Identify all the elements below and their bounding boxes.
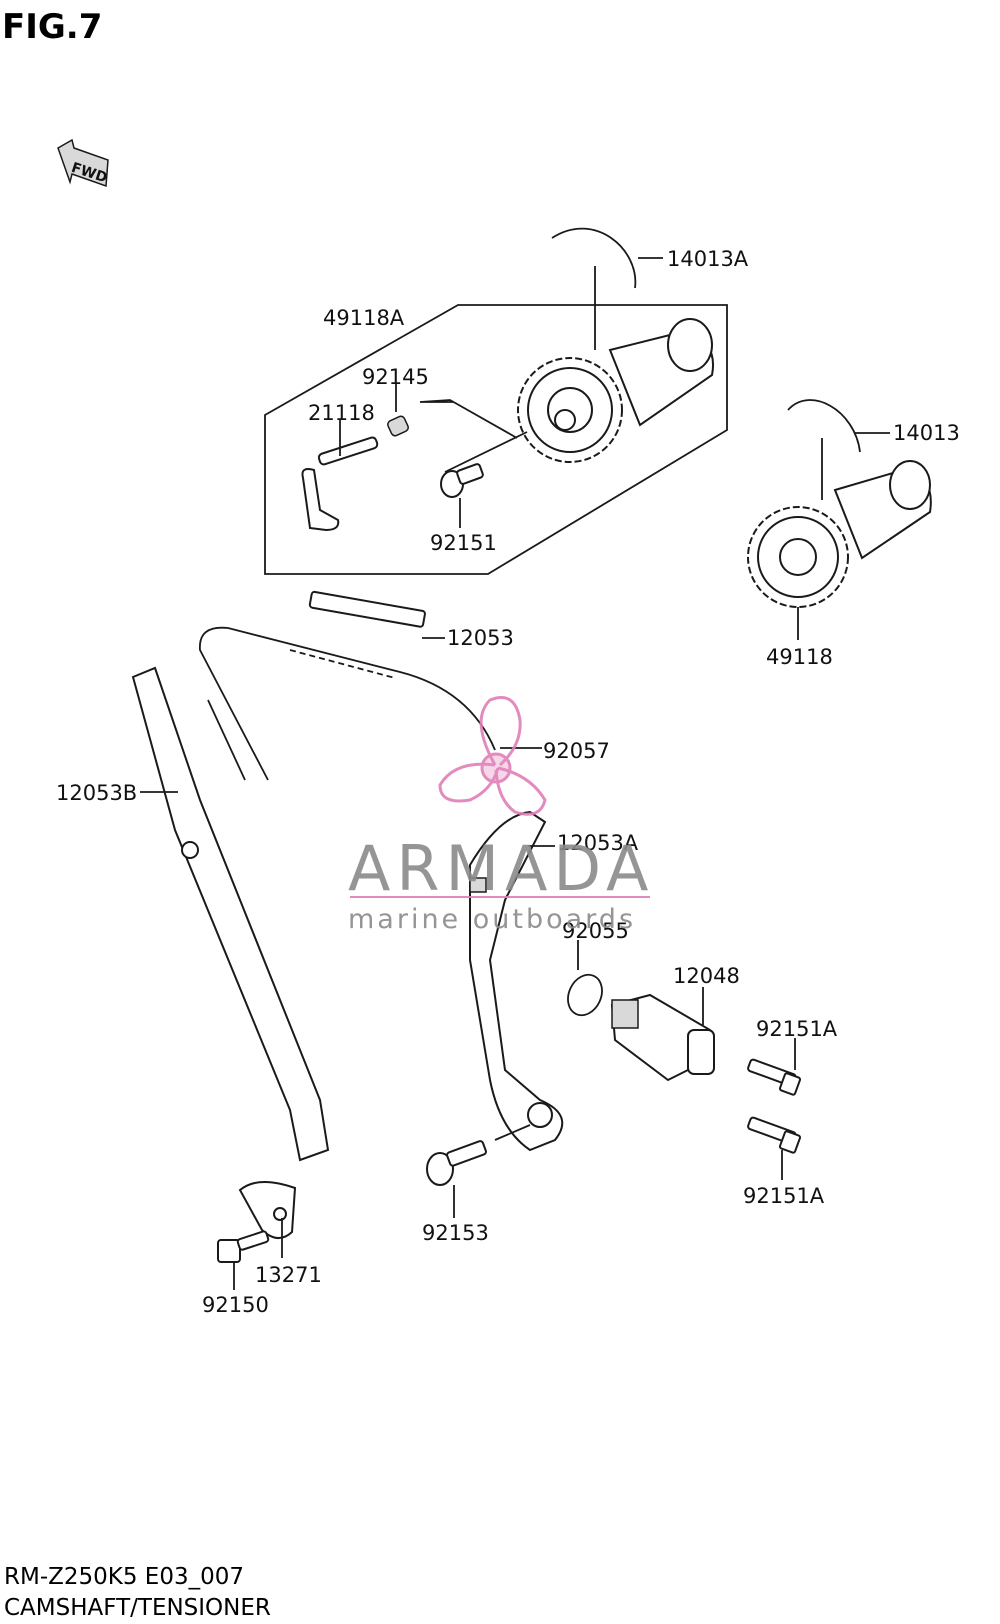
label-12053a: 12053A	[557, 831, 639, 855]
chain-guide-12053	[308, 590, 426, 628]
label-92057: 92057	[543, 739, 610, 763]
figure-title: FIG.7	[2, 7, 102, 47]
o-ring-92055	[567, 973, 603, 1017]
section-title: CAMSHAFT/TENSIONER	[4, 1595, 271, 1621]
cam-clip-14013	[787, 399, 861, 453]
model-code: RM-Z250K5 E03_007	[4, 1564, 244, 1590]
watermark-tagline: marine outboards	[348, 904, 636, 935]
label-92055: 92055	[562, 919, 629, 943]
forward-arrow-icon: FWD	[57, 138, 109, 188]
cam-clip-14013a	[551, 227, 637, 289]
label-12048: 12048	[673, 964, 740, 988]
label-92151a-lower: 92151A	[743, 1184, 825, 1208]
plate-13271	[238, 1181, 297, 1239]
label-49118a: 49118A	[323, 306, 405, 330]
bolt-92153	[426, 1140, 487, 1186]
label-21118: 21118	[308, 401, 375, 425]
bolt-92151	[440, 463, 484, 498]
chain-guide-12053b	[131, 666, 330, 1162]
bolt-92150	[217, 1230, 270, 1263]
label-49118: 49118	[766, 645, 833, 669]
camshaft-assembly-outline	[264, 304, 728, 575]
label-92153: 92153	[422, 1221, 489, 1245]
label-12053: 12053	[447, 626, 514, 650]
label-92151: 92151	[430, 531, 497, 555]
decompression-shaft-21118	[301, 436, 379, 532]
cam-chain-tensioner-12048	[610, 993, 715, 1082]
exhaust-camshaft-49118	[747, 460, 932, 608]
bolt-92151a-upper	[747, 1058, 802, 1096]
armada-watermark: ARMADA marine outboards	[348, 696, 654, 935]
label-13271: 13271	[255, 1263, 322, 1287]
label-92150: 92150	[202, 1293, 269, 1317]
label-92151a-upper: 92151A	[756, 1017, 838, 1041]
label-92145: 92145	[362, 365, 429, 389]
propeller-logo-icon	[438, 696, 547, 816]
label-14013: 14013	[893, 421, 960, 445]
bolt-92151a-lower	[747, 1116, 802, 1154]
spring-92145	[387, 415, 409, 437]
label-12053b: 12053B	[56, 781, 137, 805]
intake-camshaft-part	[517, 318, 714, 463]
watermark-brand: ARMADA	[348, 832, 654, 905]
cam-chain-92057	[199, 626, 496, 781]
label-14013a: 14013A	[667, 247, 749, 271]
